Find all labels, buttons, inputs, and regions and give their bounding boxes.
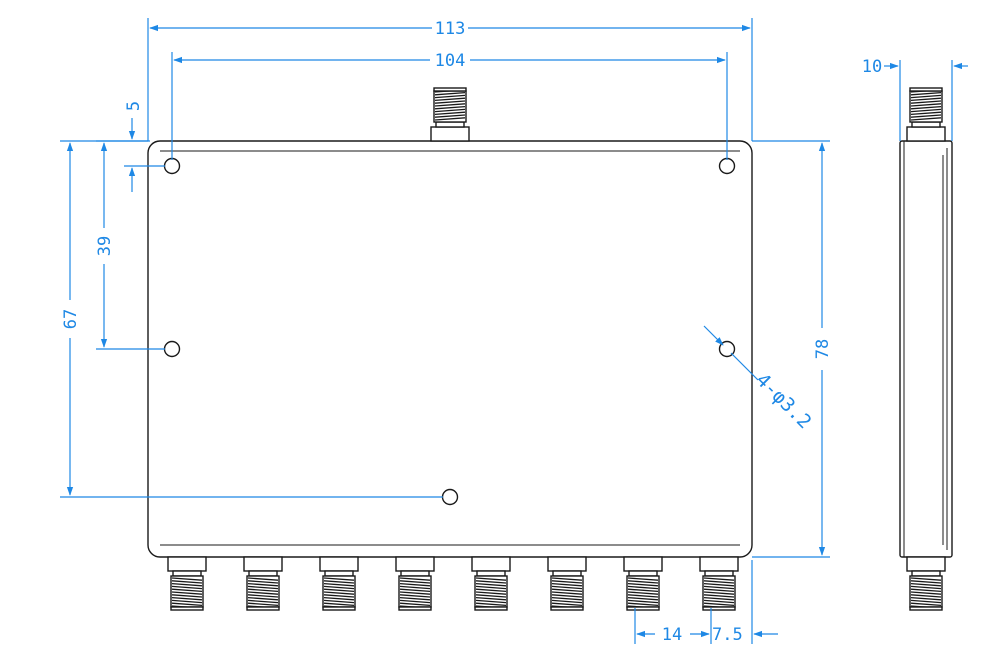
- side-connector-top: [906, 87, 946, 142]
- output-connector-5: [471, 556, 511, 611]
- dim-overall-height-label: 78: [813, 339, 833, 359]
- output-connector-7: [623, 556, 663, 611]
- mounting-hole-mid-right: [718, 340, 736, 358]
- dimension-overall-width: 113: [147, 18, 753, 141]
- output-connector-3: [319, 556, 359, 611]
- dim-hole-top-offset-label: 5: [124, 101, 144, 111]
- output-connector-4: [395, 556, 435, 611]
- dim-overall-width-label: 113: [435, 19, 466, 39]
- dim-side-thickness-label: 10: [862, 57, 882, 77]
- dimension-connector-pitch: 14 7.5: [634, 560, 778, 645]
- side-body: [899, 140, 953, 558]
- dim-hole-spacing-label: 104: [435, 51, 466, 71]
- dim-hole-callout-label: 4-φ3.2: [751, 369, 815, 433]
- dim-connector-pitch-label: 14: [662, 625, 682, 645]
- output-connector-1: [167, 556, 207, 611]
- output-connector-6: [547, 556, 587, 611]
- output-connector-2: [243, 556, 283, 611]
- dimension-overall-height: 78: [752, 140, 833, 558]
- side-output-connector: [906, 556, 946, 611]
- input-sma-connector: [430, 87, 470, 142]
- side-view: [899, 87, 953, 611]
- side-input-connector: [906, 87, 946, 142]
- dimension-bottom-hole-offset: 67: [60, 140, 443, 498]
- dim-bottom-hole-offset-label: 67: [61, 309, 81, 329]
- dim-connector-edge-offset-label: 7.5: [712, 625, 743, 645]
- dim-left-hole-spacing-label: 39: [95, 236, 115, 256]
- dimension-side-thickness: 10: [862, 57, 968, 141]
- dimension-hole-spacing-width: 104: [171, 51, 728, 160]
- side-connector-bottom: [906, 556, 946, 611]
- output-sma-connectors: [167, 556, 739, 611]
- enclosure-body: [147, 140, 753, 558]
- output-connector-8: [699, 556, 739, 611]
- front-view: [147, 87, 753, 611]
- input-connector-1: [430, 87, 470, 142]
